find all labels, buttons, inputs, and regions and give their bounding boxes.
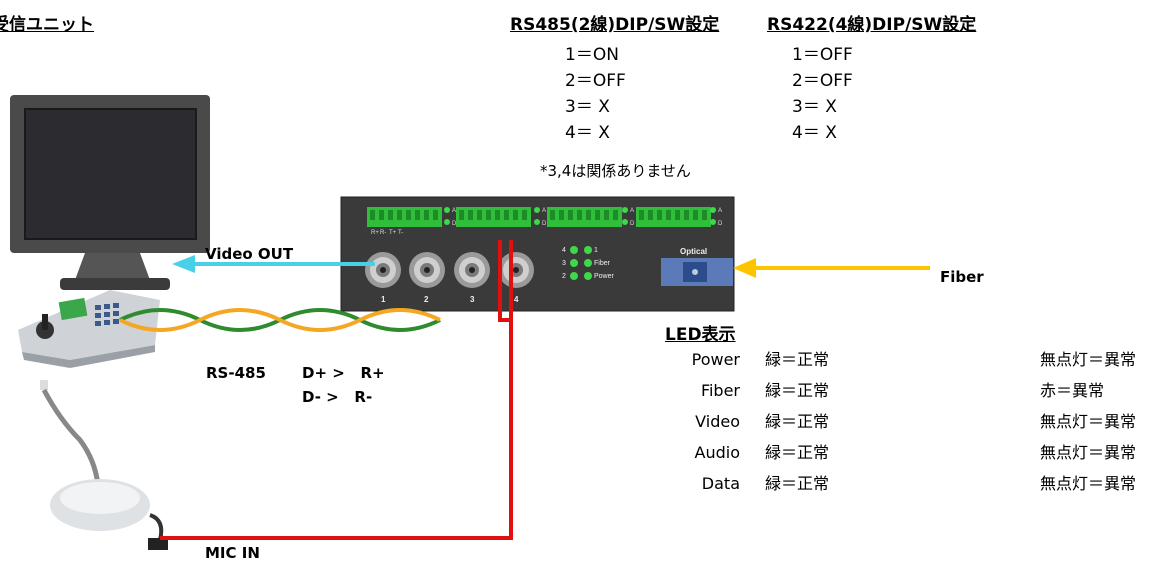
d-minus-label: D- > R-	[302, 388, 372, 406]
terminal-screw	[648, 210, 653, 220]
bnc-number: 3	[470, 295, 475, 304]
led-number: 2	[562, 273, 566, 280]
led-row-audio: Audio 緑＝正常 無点灯＝異常	[640, 438, 1157, 468]
terminal-screw	[639, 210, 644, 220]
led-row-data: Data 緑＝正常 無点灯＝異常	[640, 469, 1157, 499]
terminal-screw	[459, 210, 464, 220]
side-label: D	[718, 221, 723, 227]
bnc-number: 4	[514, 295, 519, 304]
terminal-screw	[370, 210, 375, 220]
bnc-connector	[424, 267, 430, 273]
microphone-image	[40, 380, 168, 550]
terminal-screw	[693, 210, 698, 220]
side-label: A	[718, 208, 722, 214]
d-plus-label: D+ > R+	[302, 364, 385, 382]
terminal-block	[456, 207, 531, 227]
side-label: D	[630, 221, 635, 227]
led-ng: 無点灯＝異常	[1040, 469, 1136, 499]
led-number: 3	[562, 260, 566, 267]
terminal-screw	[666, 210, 671, 220]
side-label: A	[452, 208, 456, 214]
terminal-screw	[379, 210, 384, 220]
led-name: Data	[640, 469, 740, 499]
fiber-label: Fiber	[940, 268, 984, 286]
terminal-label: R-	[380, 230, 386, 236]
terminal-screw	[595, 210, 600, 220]
optical-label: Optical	[680, 247, 707, 256]
terminal-screw	[406, 210, 411, 220]
terminal-label: R+	[371, 230, 379, 236]
terminal-screw	[486, 210, 491, 220]
terminal-screw	[415, 210, 420, 220]
side-label: D	[452, 221, 457, 227]
terminal-screw	[495, 210, 500, 220]
monitor-image	[10, 95, 210, 290]
side-label: D	[542, 221, 547, 227]
fiber-arrow	[733, 258, 930, 278]
terminal-screw	[657, 210, 662, 220]
terminal-screw	[568, 210, 573, 220]
terminal-screw	[577, 210, 582, 220]
terminal-screw	[604, 210, 609, 220]
led-ok: 緑＝正常	[765, 345, 829, 375]
video-out-label: Video OUT	[205, 245, 293, 263]
bnc-connector	[513, 267, 519, 273]
terminal-screw	[684, 210, 689, 220]
terminal-screw	[477, 210, 482, 220]
terminal-screw	[586, 210, 591, 220]
bnc-connector	[469, 267, 475, 273]
led-name: Audio	[640, 438, 740, 468]
led-label: Fiber	[594, 260, 611, 267]
terminal-label: T+	[389, 230, 397, 236]
terminal-screw	[433, 210, 438, 220]
led-ng: 無点灯＝異常	[1040, 345, 1136, 375]
rs485-label: RS-485	[206, 364, 266, 382]
terminal-screw	[702, 210, 707, 220]
terminal-block	[367, 207, 442, 227]
led-ng: 無点灯＝異常	[1040, 438, 1136, 468]
led-name: Video	[640, 407, 740, 437]
terminal-screw	[397, 210, 402, 220]
led-ok: 緑＝正常	[765, 376, 829, 406]
terminal-screw	[424, 210, 429, 220]
led-number: 4	[562, 247, 566, 254]
terminal-screw	[613, 210, 618, 220]
terminal-screw	[468, 210, 473, 220]
terminal-screw	[513, 210, 518, 220]
terminal-label: T-	[398, 230, 403, 236]
terminal-block	[636, 207, 711, 227]
receiver-unit-device	[341, 197, 734, 311]
led-row-fiber: Fiber 緑＝正常 赤＝異常	[640, 376, 1157, 406]
bnc-number: 2	[424, 295, 429, 304]
mic-in-label: MIC IN	[205, 544, 260, 562]
led-ok: 緑＝正常	[765, 407, 829, 437]
led-ng: 無点灯＝異常	[1040, 407, 1136, 437]
led-row-power: Power 緑＝正常 無点灯＝異常	[640, 345, 1157, 375]
led-label: 1	[594, 247, 598, 254]
rs485-cable	[120, 310, 440, 330]
bnc-connector	[380, 267, 386, 273]
led-ok: 緑＝正常	[765, 469, 829, 499]
led-name: Power	[640, 345, 740, 375]
terminal-screw	[388, 210, 393, 220]
bnc-number: 1	[381, 295, 386, 304]
terminal-screw	[559, 210, 564, 220]
side-label: A	[630, 208, 634, 214]
led-display-title: LED表示	[665, 320, 736, 345]
side-label: A	[542, 208, 546, 214]
terminal-screw	[550, 210, 555, 220]
led-display-table: Power 緑＝正常 無点灯＝異常 Fiber 緑＝正常 赤＝異常 Video …	[640, 345, 1157, 505]
led-label: Power	[594, 273, 615, 280]
led-ok: 緑＝正常	[765, 438, 829, 468]
terminal-screw	[675, 210, 680, 220]
led-row-video: Video 緑＝正常 無点灯＝異常	[640, 407, 1157, 437]
terminal-screw	[522, 210, 527, 220]
terminal-block	[547, 207, 622, 227]
led-name: Fiber	[640, 376, 740, 406]
led-ng: 赤＝異常	[1040, 376, 1104, 406]
terminal-screw	[504, 210, 509, 220]
